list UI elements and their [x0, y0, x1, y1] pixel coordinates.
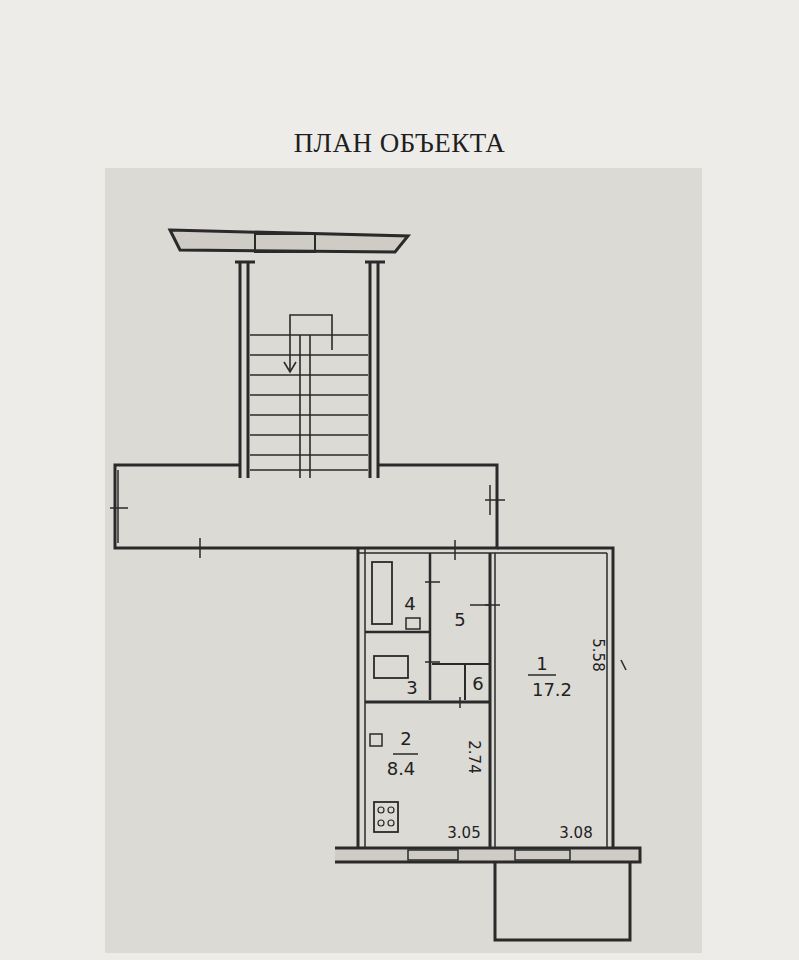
room-number: 5: [454, 611, 465, 629]
dimension-label: 3.08: [559, 826, 592, 841]
room-area: 3: [368, 635, 428, 699]
room-area: 4: [368, 556, 428, 630]
dimension-label: 5.58: [590, 638, 605, 671]
room-area: 5: [433, 556, 488, 662]
room-number: 1: [536, 655, 547, 673]
room-area-value: 17.2: [532, 681, 572, 699]
dimension-label: 3.05: [447, 826, 480, 841]
room-area: 117.2: [497, 556, 605, 846]
room-number: 6: [472, 675, 483, 693]
room-number: 4: [404, 595, 415, 613]
room-area-value: 8.4: [387, 760, 416, 778]
dimension-label: 2.74: [466, 740, 481, 773]
room-number: 3: [406, 679, 417, 697]
room-area: 6: [467, 666, 489, 700]
plan-title: ПЛАН ОБЪЕКТА: [0, 128, 799, 159]
room-number: 2: [400, 730, 411, 748]
